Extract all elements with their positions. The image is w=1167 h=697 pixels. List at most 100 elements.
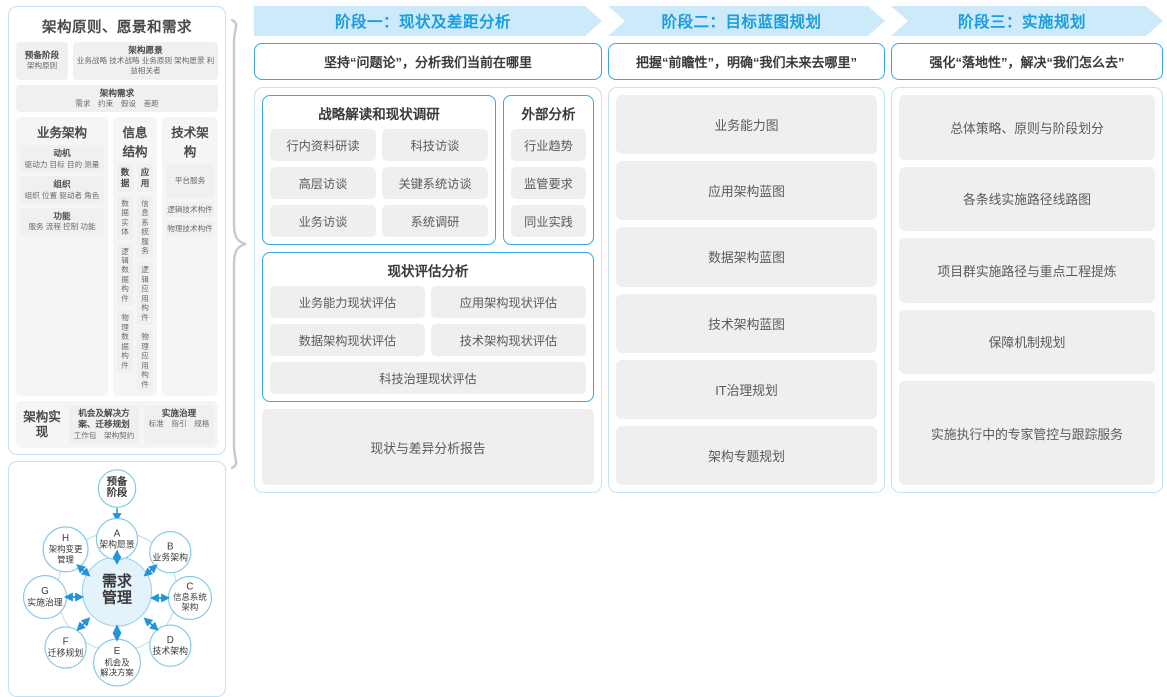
information-structure-title: 信息结构: [122, 126, 148, 160]
architecture-implementation-label: 架构实现: [23, 409, 61, 439]
adm-node-h-label-line1: 架构变更: [49, 544, 83, 554]
card-strategy-survey-chips: 行内资料研读 科技访谈 高层访谈 关键系统访谈 业务访谈 系统调研: [270, 129, 488, 237]
chip-tech-interview[interactable]: 科技访谈: [382, 129, 488, 161]
enterprise-architecture-roadmap: 架构原则、愿景和需求 预备阶段 架构原则 架构愿景 业务战略 技术战略 业务原则…: [8, 6, 1163, 697]
phase-2-header-band: [608, 6, 885, 36]
adm-node-d-label: 技术架构: [153, 645, 189, 656]
adm-node-e-key: E: [114, 646, 121, 657]
technology-architecture-title: 技术架构: [171, 126, 209, 160]
adm-node-h-label-line2: 管理: [57, 554, 74, 564]
information-data-head: 数据: [117, 164, 133, 192]
card-current-state-assessment: 现状评估分析 业务能力现状评估 应用架构现状评估 数据架构现状评估 技术架构现状…: [262, 252, 594, 402]
phase-1-subtitle: 坚持“问题论”，分析我们当前在哪里: [254, 43, 602, 80]
architecture-vision-sub: 业务战略 技术战略 业务原则 架构愿景 利益相关者: [76, 56, 215, 76]
business-architecture-group: 业务架构 动机 驱动力 目标 目的 测量 组织 组织 位置 驱动者 角色 功能: [16, 117, 108, 397]
adm-node-f-key: F: [63, 637, 69, 648]
business-architecture-items: 动机 驱动力 目标 目的 测量 组织 组织 位置 驱动者 角色 功能 服务 流程…: [20, 145, 104, 235]
chip-data-architecture-assessment[interactable]: 数据架构现状评估: [270, 324, 425, 356]
information-data-item-logical: 逻辑数据构件: [117, 243, 133, 307]
phase-2-body: 业务能力图 应用架构蓝图 数据架构蓝图 技术架构蓝图 IT治理规划 架构专题规划: [608, 87, 885, 493]
business-architecture-title: 业务架构: [36, 126, 87, 141]
adm-node-c-key: C: [186, 581, 193, 592]
implementation-governance-head: 实施治理: [161, 408, 197, 419]
architecture-requirement-sub: 需求 约束 假设 差距: [75, 98, 159, 108]
adm-node-h-key: H: [62, 533, 69, 544]
adm-arrow-center-b-in: [143, 566, 155, 577]
chip-application-architecture-assessment[interactable]: 应用架构现状评估: [431, 286, 586, 318]
adm-arrow-center-d-in: [143, 617, 156, 629]
adm-node-prep-line2: 阶段: [107, 486, 128, 499]
item-program-roadmap-key-projects[interactable]: 项目群实施路径与重点工程提炼: [899, 238, 1155, 303]
adm-node-e-label-line1: 机会及: [104, 657, 130, 667]
item-data-architecture-blueprint[interactable]: 数据架构蓝图: [616, 227, 877, 287]
chip-business-capability-assessment[interactable]: 业务能力现状评估: [270, 286, 425, 318]
business-item-function-head: 功能: [53, 210, 71, 221]
phase-1-title: 阶段一：现状及差距分析: [334, 14, 511, 31]
phase-2: 阶段二：目标蓝图规划 把握“前瞻性”，明确“我们未来去哪里” 业务能力图 应用架…: [608, 6, 885, 493]
chip-system-research[interactable]: 系统调研: [382, 205, 488, 237]
phase-1-header: 阶段一：现状及差距分析: [254, 6, 602, 36]
adm-center-label-line1: 需求: [102, 572, 132, 590]
information-structure-group: 信息结构 数据 数据实体 逻辑数据构件 物理数据构件 应用 信息系统服务 逻辑应…: [113, 117, 157, 397]
chip-it-governance-assessment[interactable]: 科技治理现状评估: [270, 362, 586, 394]
business-item-function: 功能 服务 流程 控制 功能: [20, 207, 104, 235]
phase-1-body: 战略解读和现状调研 行内资料研读 科技访谈 高层访谈 关键系统访谈 业务访谈 系…: [254, 87, 602, 493]
adm-node-b-label: 业务架构: [153, 551, 189, 562]
card-external-analysis-chips: 行业趋势 监管要求 同业实践: [511, 129, 586, 237]
business-item-motivation-sub: 驱动力 目标 目的 测量: [24, 159, 100, 169]
adm-node-a-key: A: [114, 528, 121, 539]
architecture-requirement-cell: 架构需求 需求 约束 假设 差距: [16, 84, 218, 113]
prep-phase-sub: 架构原则: [26, 61, 58, 71]
phase-2-subtitle: 把握“前瞻性”，明确“我们未来去哪里”: [608, 43, 885, 80]
item-it-governance-plan[interactable]: IT治理规划: [616, 359, 877, 419]
phase-2-title: 阶段二：目标蓝图规划: [661, 14, 822, 31]
information-app-head: 应用: [137, 164, 153, 192]
technology-item-physical: 物理技术构件: [166, 221, 214, 237]
adm-arrow-center-f-in: [79, 617, 91, 629]
phase-1-survey-row: 战略解读和现状调研 行内资料研读 科技访谈 高层访谈 关键系统访谈 业务访谈 系…: [262, 95, 594, 245]
phase-3: 阶段三：实施规划 强化“落地性”，解决“我们怎么去” 总体策略、原则与阶段划分 …: [891, 6, 1163, 493]
phase-1-footer-report[interactable]: 现状与差异分析报告: [262, 409, 594, 485]
business-item-motivation-head: 动机: [53, 148, 71, 159]
adm-node-g-label: 实施治理: [27, 596, 63, 607]
implementation-cell-opportunity: 机会及解决方案、迁移规划 工作包 架构契约: [69, 405, 139, 444]
architecture-domains-row: 业务架构 动机 驱动力 目标 目的 测量 组织 组织 位置 驱动者 角色 功能: [16, 117, 218, 397]
phase-2-item-list: 业务能力图 应用架构蓝图 数据架构蓝图 技术架构蓝图 IT治理规划 架构专题规划: [616, 95, 877, 486]
phase-3-item-list: 总体策略、原则与阶段划分 各条线实施路径线路图 项目群实施路径与重点工程提炼 保…: [899, 95, 1155, 485]
chip-technology-architecture-assessment[interactable]: 技术架构现状评估: [431, 324, 586, 356]
item-application-architecture-blueprint[interactable]: 应用架构蓝图: [616, 161, 877, 221]
togaf-adm-cycle-panel: 需求 管理 预备 阶段 A 架构愿景 B 业务架构: [8, 460, 226, 697]
card-strategy-survey-title: 战略解读和现状调研: [318, 107, 440, 122]
prep-vision-row: 预备阶段 架构原则 架构愿景 业务战略 技术战略 业务原则 架构愿景 利益相关者: [16, 42, 218, 80]
phase-3-header-band: [891, 6, 1163, 36]
information-app-column: 应用 信息系统服务 逻辑应用构件 物理应用构件: [137, 164, 153, 393]
chip-business-interview[interactable]: 业务访谈: [270, 205, 376, 237]
adm-node-c-label-line1: 信息系统: [173, 592, 207, 602]
item-technology-architecture-blueprint[interactable]: 技术架构蓝图: [616, 293, 877, 353]
information-app-item-physical: 物理应用构件: [137, 329, 153, 393]
business-item-motivation: 动机 驱动力 目标 目的 测量: [20, 145, 104, 173]
implementation-opportunity-head: 机会及解决方案、迁移规划: [78, 408, 130, 430]
information-app-item-logical: 逻辑应用构件: [137, 262, 153, 326]
item-overall-strategy-principles-phasing[interactable]: 总体策略、原则与阶段划分: [899, 95, 1155, 160]
item-architecture-topic-plan[interactable]: 架构专题规划: [616, 425, 877, 486]
technology-item-platform: 平台服务: [166, 164, 214, 198]
chip-internal-docs[interactable]: 行内资料研读: [270, 129, 376, 161]
implementation-opportunity-sub: 工作包 架构契约: [73, 430, 135, 440]
adm-node-c-label-line2: 架构: [182, 602, 199, 612]
chip-peer-practice[interactable]: 同业实践: [511, 205, 586, 237]
chip-regulatory-requirement[interactable]: 监管要求: [511, 167, 586, 199]
chip-key-system-interview[interactable]: 关键系统访谈: [382, 167, 488, 199]
chip-exec-interview[interactable]: 高层访谈: [270, 167, 376, 199]
information-app-item-service: 信息系统服务: [137, 195, 153, 259]
adm-node-f-label: 迁移规划: [48, 647, 84, 658]
business-item-function-sub: 服务 流程 控制 功能: [28, 222, 96, 232]
chip-industry-trend[interactable]: 行业趋势: [511, 129, 586, 161]
item-business-capability-map[interactable]: 业务能力图: [616, 95, 877, 155]
card-current-state-assessment-title: 现状评估分析: [387, 264, 469, 279]
item-expert-control-tracking-service[interactable]: 实施执行中的专家管控与跟踪服务: [899, 381, 1155, 485]
item-line-implementation-roadmap[interactable]: 各条线实施路径线路图: [899, 166, 1155, 232]
item-assurance-mechanism-plan[interactable]: 保障机制规划: [899, 309, 1155, 375]
prep-phase-cell: 预备阶段 架构原则: [16, 42, 68, 80]
adm-diagram-svg: 需求 管理 预备 阶段 A 架构愿景 B 业务架构: [22, 469, 213, 687]
